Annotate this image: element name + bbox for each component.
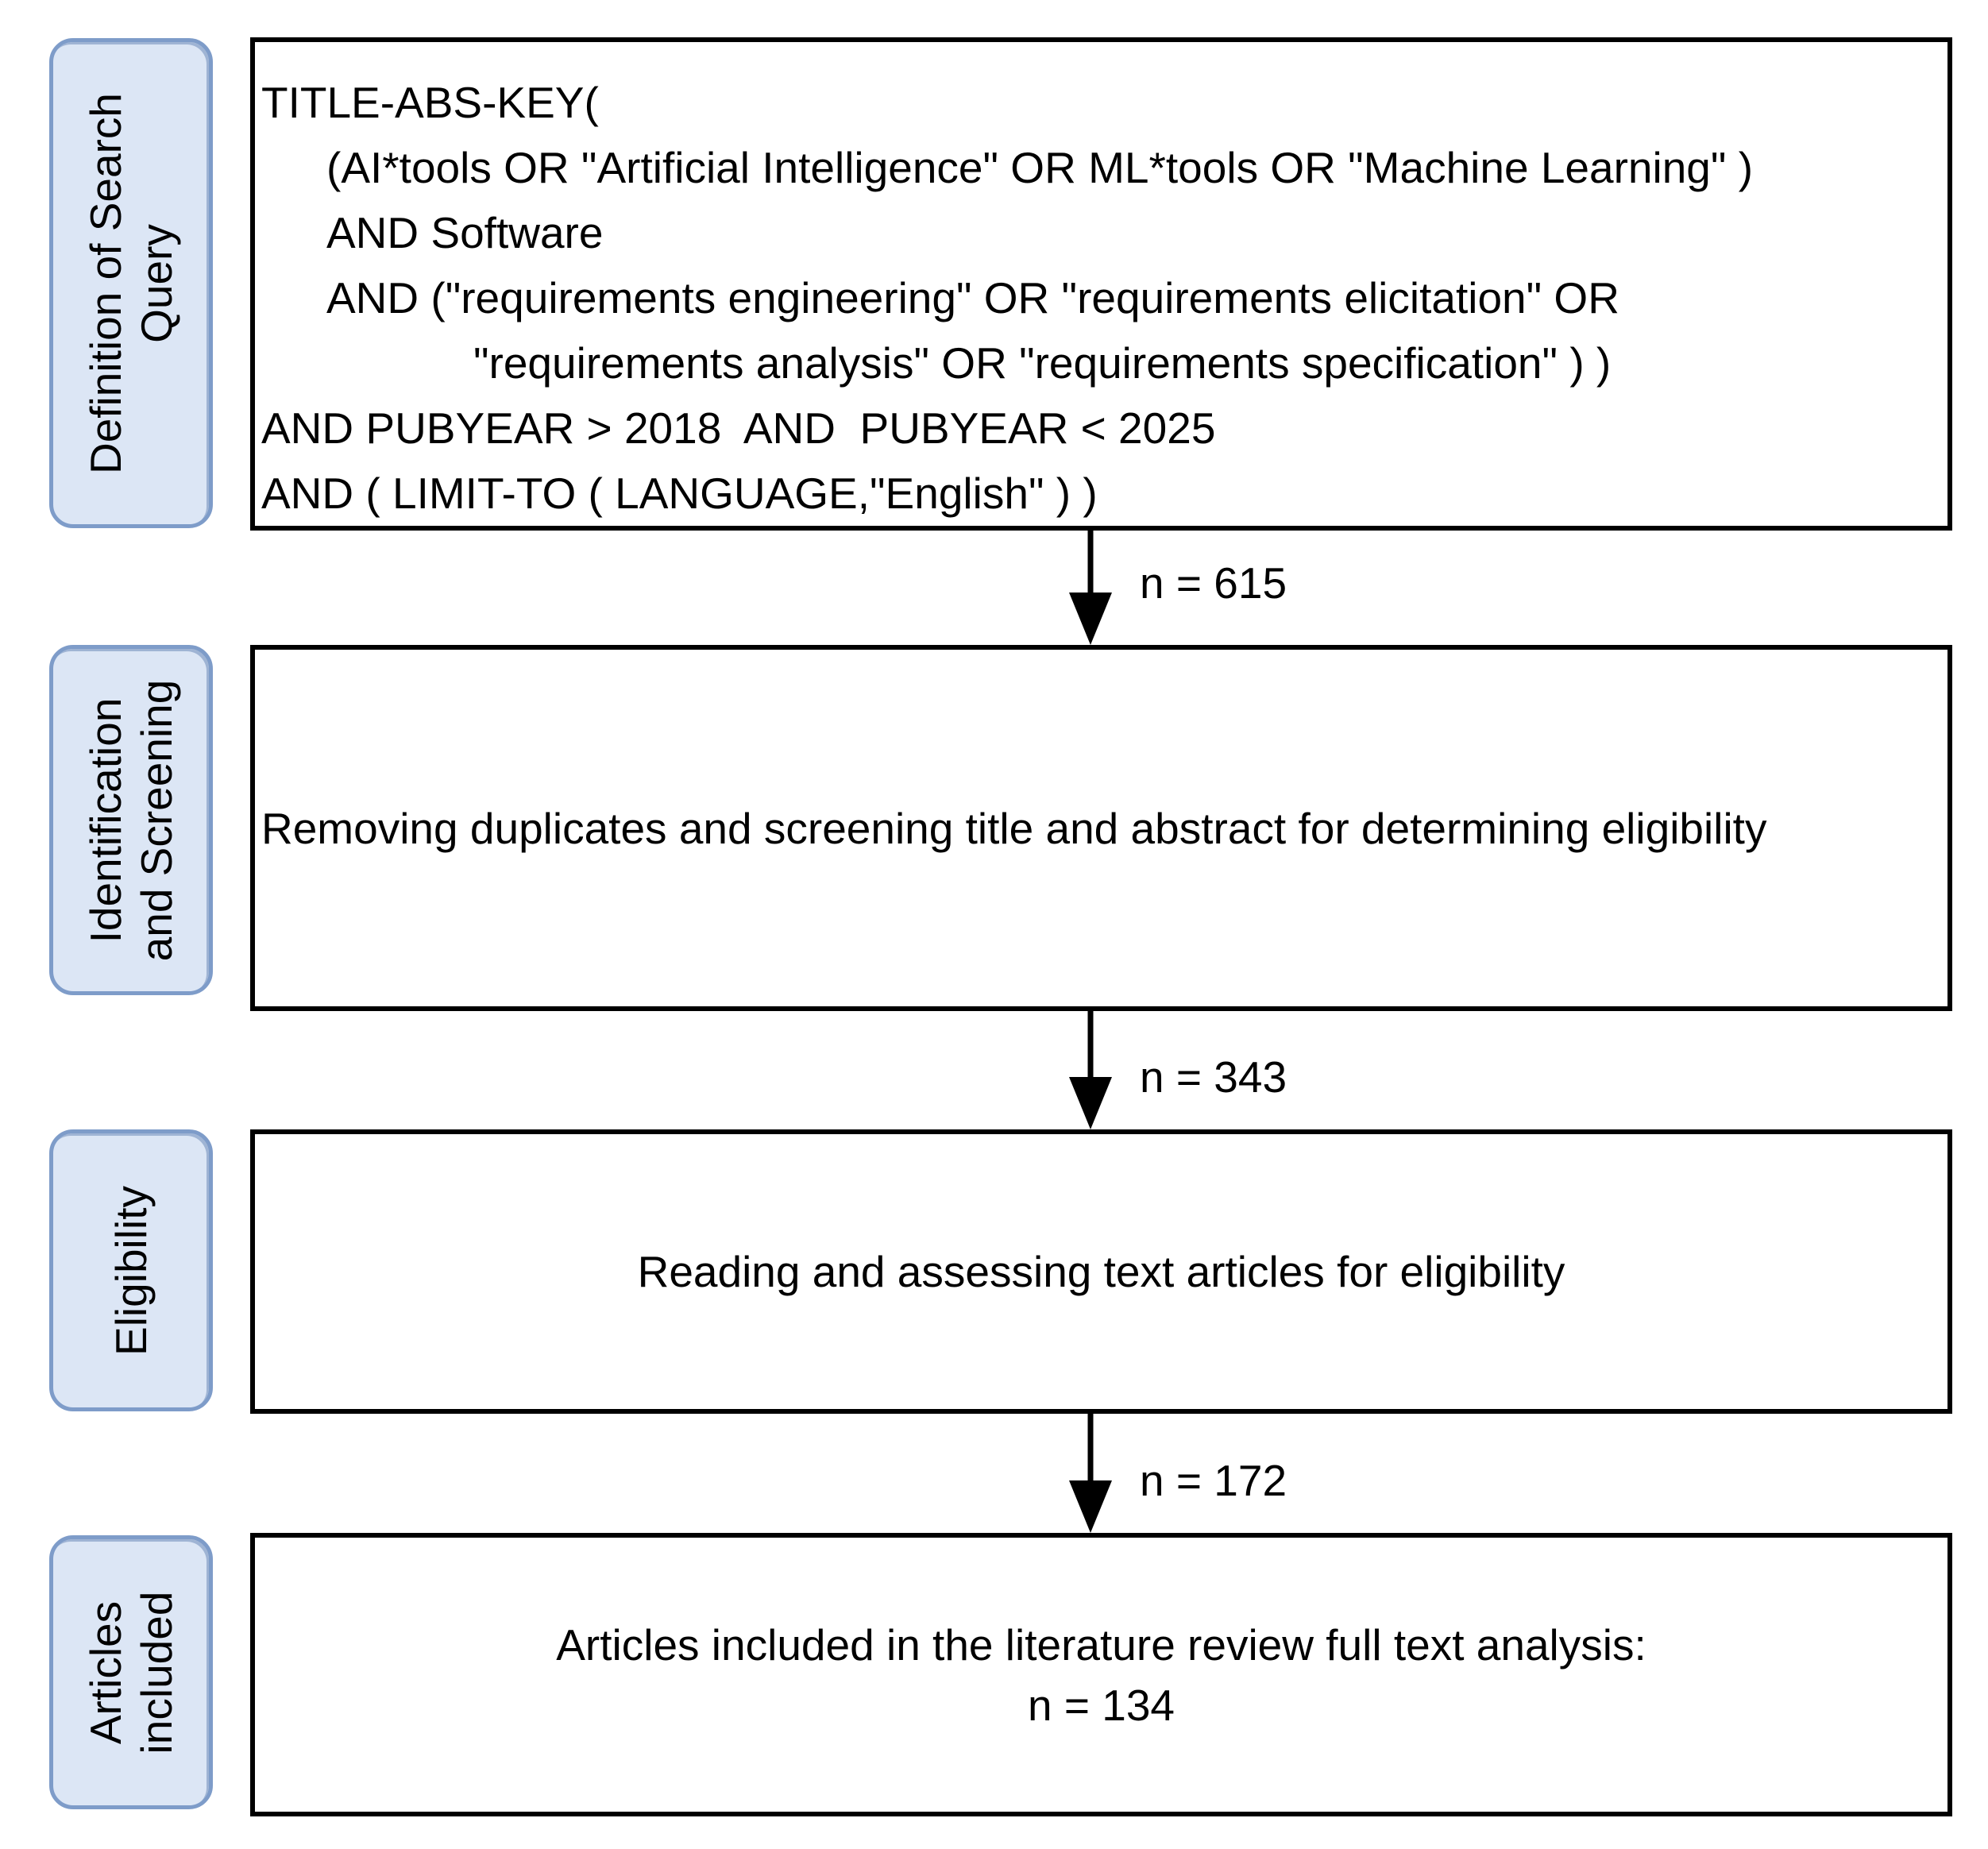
query-line: AND ("requirements engineering" OR "requ… — [326, 273, 1619, 322]
arrow-down-icon — [1069, 1011, 1112, 1129]
query-line: TITLE-ABS-KEY( — [261, 78, 599, 127]
stage-label-eligibility: Eligibility — [49, 1129, 213, 1411]
query-line: (AI*tools OR "Artificial Intelligence" O… — [326, 143, 1754, 192]
stage-label-text: Definition of Search Query — [81, 92, 181, 474]
stage-label-text: Articles included — [81, 1591, 181, 1754]
search-query-text: TITLE-ABS-KEY( (AI*tools OR "Artificial … — [255, 42, 1947, 526]
query-line: AND ( LIMIT-TO ( LANGUAGE,"English" ) ) — [261, 469, 1098, 518]
query-line: AND Software — [326, 208, 604, 257]
stage-label-text: Identification and Screening — [81, 679, 181, 961]
arrow-shaft — [1087, 1414, 1094, 1488]
arrow-shaft — [1087, 1011, 1094, 1085]
arrow-down-icon — [1069, 531, 1112, 645]
screening-box: Removing duplicates and screening title … — [250, 645, 1952, 1011]
arrow-head — [1069, 1480, 1112, 1533]
stage-label-text: Eligibility — [106, 1185, 156, 1356]
search-query-box: TITLE-ABS-KEY( (AI*tools OR "Artificial … — [250, 37, 1952, 531]
screening-box-text: Removing duplicates and screening title … — [261, 803, 1767, 853]
count-label-n343: n = 343 — [1140, 1052, 1287, 1102]
arrow-head — [1069, 1077, 1112, 1129]
articles-included-count: n = 134 — [1027, 1680, 1175, 1730]
stage-label-identification-and-screening: Identification and Screening — [49, 645, 213, 995]
arrow-head — [1069, 593, 1112, 645]
arrow-shaft — [1087, 531, 1094, 600]
query-line: "requirements analysis" OR "requirements… — [473, 338, 1612, 388]
eligibility-box-text: Reading and assessing text articles for … — [637, 1247, 1565, 1296]
stage-label-articles-included: Articles included — [49, 1535, 213, 1809]
stage-label-definition-of-search-query: Definition of Search Query — [49, 38, 213, 528]
articles-included-box: Articles included in the literature revi… — [250, 1533, 1952, 1816]
count-label-n172: n = 172 — [1140, 1456, 1287, 1505]
query-line: AND PUBYEAR > 2018 AND PUBYEAR < 2025 — [261, 403, 1216, 453]
count-label-n615: n = 615 — [1140, 558, 1287, 608]
eligibility-box: Reading and assessing text articles for … — [250, 1129, 1952, 1414]
arrow-down-icon — [1069, 1414, 1112, 1533]
articles-included-text: Articles included in the literature revi… — [556, 1619, 1646, 1670]
